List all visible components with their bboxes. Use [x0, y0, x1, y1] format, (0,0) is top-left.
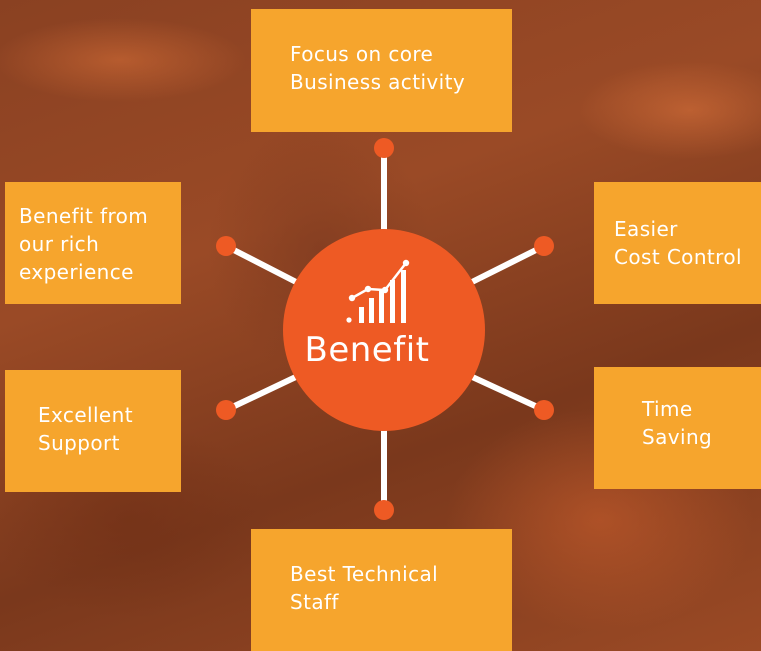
box-text-line: experience — [19, 260, 134, 284]
box-text-line: our rich — [19, 232, 100, 256]
dot-lower-left — [216, 400, 236, 420]
box-text-line: Business activity — [290, 70, 466, 94]
box-text-line: Cost Control — [614, 245, 742, 269]
spoke-upper-right — [465, 243, 547, 287]
box-text-line: Support — [38, 431, 120, 455]
box-text-line: Staff — [290, 590, 339, 614]
growth-chart-icon — [346, 259, 410, 323]
box-text-line: Time — [642, 397, 693, 421]
center-circle — [283, 229, 485, 431]
benefit-box-excellent-support: Excellent Support — [5, 370, 181, 492]
dot-bottom — [374, 500, 394, 520]
benefit-box-focus-on-core: Focus on core Business activity — [251, 9, 512, 132]
benefit-box-time-saving: Time Saving — [594, 367, 761, 489]
box-text-line: Saving — [642, 425, 713, 449]
box-text-line: Best Technical — [290, 562, 439, 586]
benefit-box-rich-experience: Benefit from our rich experience — [5, 182, 181, 304]
center-label: Benefit — [304, 330, 430, 370]
dot-top — [374, 138, 394, 158]
spoke-lower-right — [465, 372, 547, 413]
box-text-line: Easier — [614, 217, 678, 241]
box-text-line: Benefit from — [19, 204, 149, 228]
dot-lower-right — [534, 400, 554, 420]
dot-upper-left — [216, 236, 236, 256]
spoke-lower-left — [223, 372, 303, 413]
box-text-line: Focus on core — [290, 42, 434, 66]
spoke-upper-left — [223, 243, 303, 287]
box-text-line: Excellent — [38, 403, 133, 427]
dot-upper-right — [534, 236, 554, 256]
benefit-box-cost-control: Easier Cost Control — [594, 182, 761, 304]
benefit-box-technical-staff: Best Technical Staff — [251, 529, 512, 651]
